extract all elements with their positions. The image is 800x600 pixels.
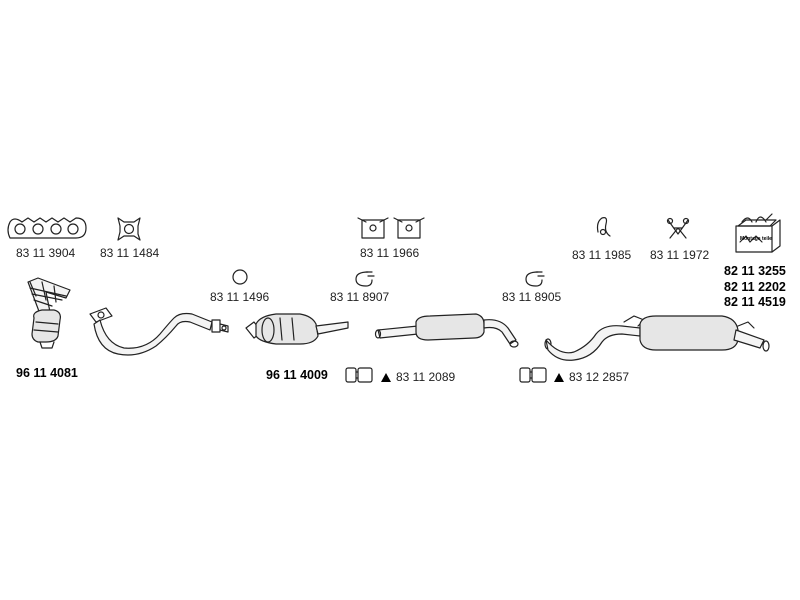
rubber-mount-icon[interactable] [596,217,611,237]
part-number-mid-clamp: 83 11 8905 [502,290,561,304]
part-number-ring-gasket: 83 11 1496 [210,290,269,304]
manifold-catalyst-icon[interactable] [27,277,71,349]
part-number-rubber-mount: 83 11 1985 [572,248,631,262]
coupling-1-icon[interactable] [345,367,373,383]
warning-triangle-icon-2 [554,373,564,382]
front-clamp-icon[interactable] [355,271,375,287]
part-number-front-clamp: 83 11 8907 [330,290,389,304]
flange-gasket-icon[interactable] [117,217,141,241]
part-number-manifold-catalyst: 96 11 4081 [16,366,78,380]
catalytic-converter-icon[interactable] [245,313,349,345]
warning-triangle-icon-1 [381,373,391,382]
mid-clamp-icon[interactable] [525,271,545,287]
part-number-coupling-1: 83 11 2089 [396,370,455,384]
hanger-pair-icon[interactable] [357,217,425,239]
part-number-hanger-pair: 83 11 1966 [360,246,419,260]
part-number-flange-gasket: 83 11 1484 [100,246,159,260]
part-number-mounting-kit-3: 82 11 4519 [724,295,786,309]
mounting-kit-box-icon[interactable] [735,213,781,253]
part-number-coupling-2: 83 12 2857 [569,370,629,384]
middle-silencer-icon[interactable] [374,313,519,348]
ring-gasket-icon[interactable] [232,269,248,285]
mounting-kit-box-label: Montage teile [740,236,772,242]
part-number-v-mount: 83 11 1972 [650,248,709,262]
manifold-gasket-icon[interactable] [7,217,87,239]
front-pipe-icon[interactable] [89,307,229,356]
part-number-manifold-gasket: 83 11 3904 [16,246,75,260]
part-number-mounting-kit-2: 82 11 2202 [724,280,786,294]
v-mount-icon[interactable] [666,217,690,239]
coupling-2-icon[interactable] [519,367,547,383]
rear-silencer-icon[interactable] [544,315,770,361]
part-number-mounting-kit-1: 82 11 3255 [724,264,786,278]
part-number-catalyst-unit: 96 11 4009 [266,368,328,382]
